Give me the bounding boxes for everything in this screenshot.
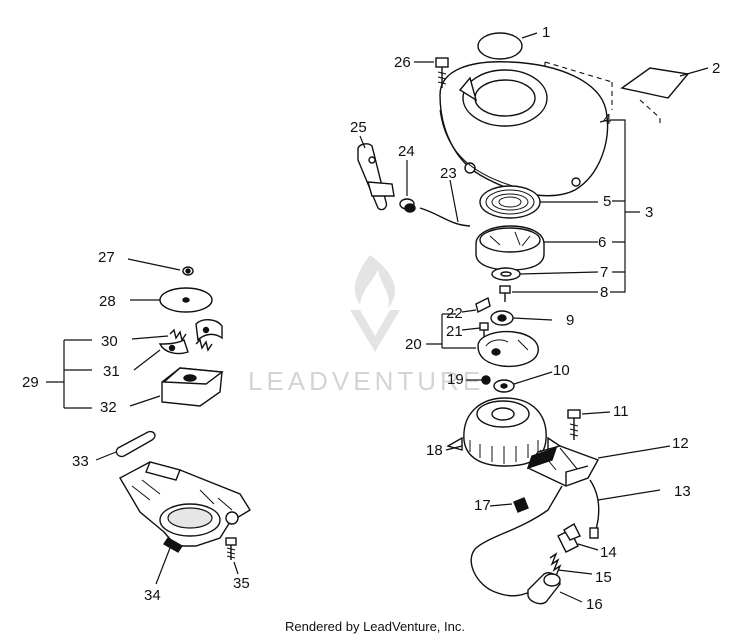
leadventure-watermark: LEADVENTURE <box>248 255 484 396</box>
part-32-clutch-block <box>161 367 224 407</box>
callout-14: 14 <box>600 544 617 561</box>
callout-19: 19 <box>447 371 464 388</box>
callout-16: 16 <box>586 596 603 613</box>
part-2-label <box>620 67 690 99</box>
callout-15: 15 <box>595 569 612 586</box>
part-17-clip <box>513 497 529 513</box>
callout-7: 7 <box>600 264 608 281</box>
part-15-spring <box>549 552 562 577</box>
callout-11: 11 <box>613 403 629 420</box>
part-26-screw <box>435 57 449 88</box>
part-12-ignition-module <box>526 445 600 487</box>
callout-31: 31 <box>103 363 120 380</box>
watermark-text: LEADVENTURE <box>248 366 484 396</box>
part-35-screw <box>225 537 237 560</box>
callout-30: 30 <box>101 333 118 350</box>
callout-27: 27 <box>98 249 115 266</box>
part-1-cap <box>477 32 523 60</box>
part-18-flywheel <box>446 397 562 467</box>
callout-13: 13 <box>674 483 691 500</box>
callout-24: 24 <box>398 143 415 160</box>
part-20-ratchet <box>477 330 539 368</box>
callout-labels: 1 2 3 4 5 6 7 8 9 10 11 12 13 14 15 16 1… <box>22 24 720 613</box>
part-9-nut <box>490 310 514 326</box>
part-16-spark-plug-cap <box>527 572 561 605</box>
part-25-starter-handle <box>357 143 395 211</box>
part-24-rope-guide <box>399 198 416 213</box>
callout-29: 29 <box>22 374 39 391</box>
callout-28: 28 <box>99 293 116 310</box>
callout-9: 9 <box>566 312 574 329</box>
callout-1: 1 <box>542 24 550 41</box>
part-30-clutch-spring <box>169 319 223 342</box>
part-34-gear-housing <box>119 461 251 553</box>
callout-35: 35 <box>233 575 250 592</box>
callout-17: 17 <box>474 497 491 514</box>
callout-5: 5 <box>603 193 611 210</box>
callout-4: 4 <box>603 111 611 128</box>
part-5-recoil-spring <box>479 185 541 219</box>
callout-3: 3 <box>645 204 653 221</box>
part-23-starter-rope <box>419 207 471 227</box>
callout-10: 10 <box>553 362 570 379</box>
callout-6: 6 <box>598 234 606 251</box>
footer-credit: Rendered by LeadVenture, Inc. <box>285 619 465 634</box>
part-33-gasket <box>115 430 156 458</box>
part-13-ht-lead <box>470 485 563 597</box>
part-31-clutch-shoe <box>158 338 213 355</box>
part-14-terminal <box>557 523 581 553</box>
part-22-pawl <box>475 296 491 314</box>
callout-34: 34 <box>144 587 161 604</box>
callout-8: 8 <box>600 284 608 301</box>
part-4-starter-housing <box>439 61 609 197</box>
callout-12: 12 <box>672 435 689 452</box>
part-19-washer <box>481 375 491 385</box>
callout-23: 23 <box>440 165 457 182</box>
callout-20: 20 <box>405 336 422 353</box>
callout-33: 33 <box>72 453 89 470</box>
part-8-screw <box>499 285 511 302</box>
callout-25: 25 <box>350 119 367 136</box>
callout-2: 2 <box>712 60 720 77</box>
callout-21: 21 <box>446 323 463 340</box>
part-11-screw <box>567 409 581 440</box>
callout-22: 22 <box>446 305 463 322</box>
callout-26: 26 <box>394 54 411 71</box>
callout-18: 18 <box>426 442 443 459</box>
part-6-pulley <box>475 225 545 271</box>
callout-32: 32 <box>100 399 117 416</box>
